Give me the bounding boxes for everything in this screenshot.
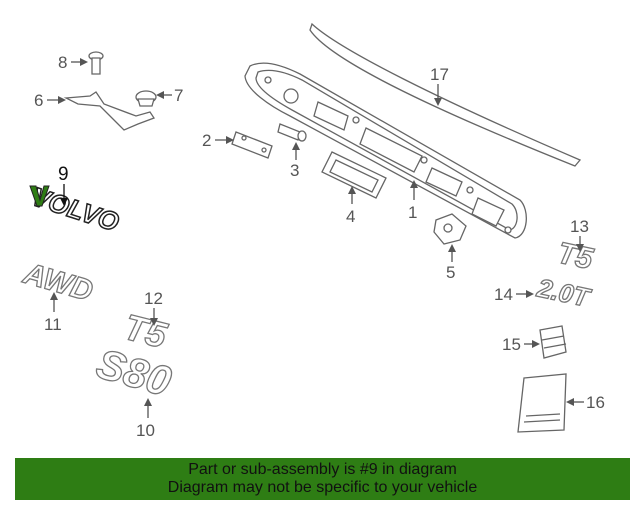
callout-7[interactable]: 7: [174, 86, 183, 105]
20t-badge-text: 2.0T: [534, 272, 594, 313]
arrow-4: [348, 186, 356, 194]
arrow-1: [410, 180, 418, 188]
callout-6[interactable]: 6: [34, 91, 43, 110]
part-6-bracket-rail[interactable]: [63, 91, 155, 131]
callout-5[interactable]: 5: [446, 263, 455, 282]
arrow-16: [566, 398, 574, 406]
s80-badge-text: S80: [92, 339, 177, 405]
arrow-11: [50, 292, 58, 300]
part-5-bracket[interactable]: [433, 213, 467, 245]
part-16-label[interactable]: [517, 373, 567, 433]
banner-line-2: Diagram may not be specific to your vehi…: [167, 479, 478, 496]
callout-12[interactable]: 12: [144, 289, 163, 308]
handle-panel-button: [283, 88, 299, 104]
arrow-7: [156, 91, 164, 99]
arrow-10: [144, 398, 152, 406]
callout-11[interactable]: 11: [44, 315, 62, 334]
t5-right-badge-text: T5: [555, 237, 597, 277]
arrow-8: [80, 58, 88, 66]
part-4-handle-bezel[interactable]: [321, 151, 387, 199]
arrow-15: [532, 340, 540, 348]
callout-2[interactable]: 2: [202, 131, 211, 150]
part-11-awd-badge[interactable]: AWD: [18, 256, 97, 309]
arrow-12: [150, 318, 158, 326]
callout-1[interactable]: 1: [408, 203, 417, 222]
info-banner: Part or sub-assembly is #9 in diagram Di…: [15, 458, 630, 500]
part-3-lock-cylinder[interactable]: [277, 123, 307, 142]
callout-15[interactable]: 15: [502, 335, 521, 354]
arrow-3: [292, 142, 300, 150]
part-13-t5-badge[interactable]: T5: [554, 236, 598, 277]
volvo-v-highlight: [29, 185, 50, 207]
arrow-2: [226, 136, 234, 144]
arrow-6: [58, 96, 66, 104]
callout-3[interactable]: 3: [290, 161, 299, 180]
parts-diagram: 17 1 2 3 4: [18, 22, 605, 440]
callout-4[interactable]: 4: [346, 207, 355, 226]
callout-8[interactable]: 8: [58, 53, 67, 72]
part-2-pad[interactable]: [231, 131, 273, 159]
arrow-14: [526, 290, 534, 298]
part-1-handle-panel[interactable]: [244, 62, 527, 239]
callout-9[interactable]: 9: [58, 164, 69, 185]
part-14-20t-badge[interactable]: 2.0T: [533, 272, 594, 314]
volvo-badge-text: VOLVO: [28, 181, 122, 237]
part-8-screw[interactable]: [88, 51, 104, 75]
arrow-13: [576, 244, 584, 252]
callout-14[interactable]: 14: [494, 285, 513, 304]
arrow-17: [434, 98, 442, 106]
banner-line-1: Part or sub-assembly is #9 in diagram: [188, 461, 457, 478]
awd-badge-text: AWD: [19, 257, 96, 308]
arrow-5: [448, 244, 456, 252]
part-17-spoiler[interactable]: [309, 22, 582, 167]
part-15-small-badge[interactable]: [539, 325, 567, 359]
callout-16[interactable]: 16: [586, 393, 605, 412]
callout-13[interactable]: 13: [570, 217, 589, 236]
part-9-volvo-emblem[interactable]: VOLVO: [27, 180, 123, 238]
callout-10[interactable]: 10: [136, 421, 155, 440]
arrow-9: [60, 198, 68, 206]
callout-17[interactable]: 17: [430, 65, 449, 84]
part-7-cap[interactable]: [135, 90, 157, 107]
part-10-s80-badge[interactable]: S80: [91, 339, 177, 406]
